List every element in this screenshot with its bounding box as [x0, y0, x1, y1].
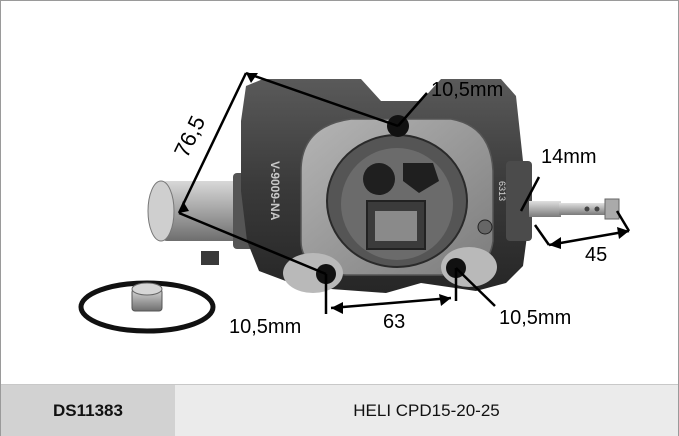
model-name: HELI CPD15-20-25	[175, 385, 678, 436]
casting-front-text: V-9009-NA	[268, 161, 282, 221]
label-right-port: 14mm	[541, 146, 597, 168]
label-top-hole: 10,5mm	[431, 79, 503, 101]
casting-side-text: 6313	[497, 181, 507, 201]
label-spool-length: 45	[585, 244, 607, 266]
label-bottom-left-hole: 10,5mm	[229, 316, 301, 338]
part-code: DS11383	[1, 385, 175, 436]
spool-shaft	[529, 198, 620, 220]
plug	[131, 282, 163, 312]
label-bottom-span: 63	[383, 311, 405, 333]
product-footer: DS11383 HELI CPD15-20-25	[1, 384, 678, 436]
valve-body: 6313 V-9009-NA	[241, 79, 532, 293]
dimension-arrows	[179, 73, 629, 314]
dimension-lines	[177, 71, 631, 314]
label-bottom-right-hole: 10,5mm	[499, 307, 571, 329]
label-diagonal: 76,5	[169, 112, 210, 161]
product-photo: 6313 V-9009-NA	[78, 71, 631, 338]
